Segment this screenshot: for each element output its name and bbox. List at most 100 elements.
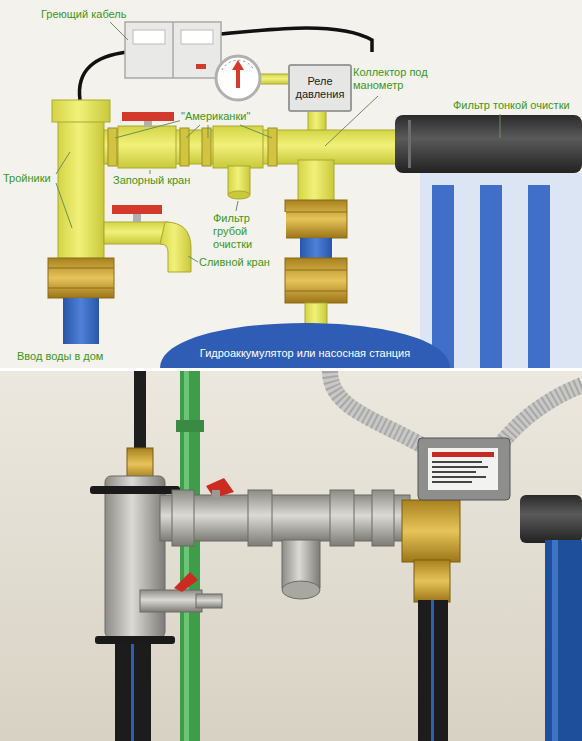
photo-pipework xyxy=(432,471,476,473)
photo-pipework xyxy=(140,590,202,612)
photo-pipework xyxy=(212,490,220,498)
pressure-gauge xyxy=(216,56,290,100)
photo-pipework xyxy=(431,600,434,741)
photo-pipework xyxy=(174,572,198,592)
fine-filter xyxy=(395,115,582,173)
collector-tee xyxy=(285,291,347,292)
leader-line xyxy=(208,125,209,138)
main-pipe xyxy=(122,112,174,121)
leader-line xyxy=(56,22,500,262)
main-pipe xyxy=(228,191,250,199)
photo-pipework xyxy=(172,490,194,546)
photo-pipework xyxy=(500,385,582,445)
accumulator-dome: Гидроаккумулятор или насосная станция xyxy=(160,318,450,368)
photo-pipework xyxy=(402,500,460,562)
collector-tee xyxy=(300,238,332,258)
tee-fitting xyxy=(48,268,114,269)
leader-line xyxy=(240,125,272,138)
collector-tee xyxy=(285,200,347,238)
separator xyxy=(0,368,582,371)
heating-cable xyxy=(181,30,213,44)
heating-cable xyxy=(79,52,127,100)
fine-filter xyxy=(420,173,582,368)
part-label: "Американки" xyxy=(180,110,251,123)
wall xyxy=(0,371,582,741)
photo-pipework xyxy=(418,600,448,741)
main-pipe xyxy=(144,121,152,127)
accumulator-label: Гидроаккумулятор или насосная станция xyxy=(160,347,450,360)
collector-tee xyxy=(285,270,347,271)
leader-line xyxy=(56,152,70,174)
main-pipe xyxy=(228,166,250,194)
photo-pipework xyxy=(432,476,486,478)
photo-pipework xyxy=(418,438,510,500)
part-label: Сливной кран xyxy=(198,256,271,269)
part-label: Греющий кабель xyxy=(40,8,127,21)
union-nut xyxy=(202,128,211,166)
photo-pipework xyxy=(90,371,582,741)
relay-label: Реле давления xyxy=(290,75,350,101)
dome-outline xyxy=(160,318,450,368)
heating-cable xyxy=(133,30,165,44)
part-label: Фильтр тонкой очистки xyxy=(452,99,571,112)
dome-outline xyxy=(160,323,450,368)
fine-filter xyxy=(395,115,582,368)
photo-pipework xyxy=(131,644,134,741)
tee-fitting xyxy=(48,258,114,298)
photo-pipework xyxy=(500,385,582,445)
union-nut xyxy=(268,128,277,166)
main-pipe xyxy=(104,112,397,199)
pressure-gauge xyxy=(258,74,290,84)
pressure-gauge xyxy=(216,56,260,100)
fine-filter xyxy=(432,185,454,368)
photo-pipework xyxy=(432,452,494,457)
fine-filter xyxy=(528,185,550,368)
tee-fitting xyxy=(48,100,191,344)
tee-fitting xyxy=(133,214,141,222)
photo-pipework xyxy=(432,481,472,483)
union-nut xyxy=(108,128,117,166)
photo-pipework xyxy=(330,490,354,546)
photo-pipework xyxy=(206,478,234,498)
photo-pipework xyxy=(414,560,450,602)
heating-cable xyxy=(125,22,221,78)
photo-pipework xyxy=(372,490,394,546)
collector-tee xyxy=(298,160,334,202)
photo-pipework xyxy=(105,476,165,638)
main-pipe xyxy=(118,126,176,168)
photo-pipework xyxy=(196,594,222,608)
photo-pipework xyxy=(428,448,498,490)
photo-pipework xyxy=(134,371,146,452)
fine-filter xyxy=(408,120,411,168)
part-label: Ввод воды в дом xyxy=(16,350,104,363)
collector-tee xyxy=(285,258,347,303)
photo-pipework xyxy=(432,461,482,463)
tee-fitting xyxy=(160,222,191,272)
photo-pipework xyxy=(552,540,558,741)
leader-line xyxy=(110,22,128,40)
leader-line xyxy=(115,118,190,138)
collector-tee xyxy=(285,160,347,325)
tee-fitting xyxy=(112,205,162,214)
collector-tee xyxy=(285,212,347,213)
tee-fitting xyxy=(52,100,110,122)
relay-stem xyxy=(308,110,326,132)
photo-pipework xyxy=(432,466,488,468)
photo-pipework xyxy=(282,581,320,599)
leader-line xyxy=(188,256,198,262)
union-nut xyxy=(108,128,277,166)
tee-fitting xyxy=(58,112,104,262)
photo-pipework xyxy=(248,490,272,546)
main-pipe xyxy=(213,126,263,168)
heating-cable xyxy=(221,28,372,52)
leader-line xyxy=(56,183,72,228)
photo-pipework xyxy=(176,420,204,432)
photo-pipework xyxy=(90,486,180,494)
photo-pipework xyxy=(127,448,153,480)
tee-fitting xyxy=(48,288,114,289)
leader-line xyxy=(186,125,200,138)
photo-pipework xyxy=(330,371,430,450)
part-label: Запорный кран xyxy=(112,174,191,187)
pressure-gauge xyxy=(232,60,244,88)
